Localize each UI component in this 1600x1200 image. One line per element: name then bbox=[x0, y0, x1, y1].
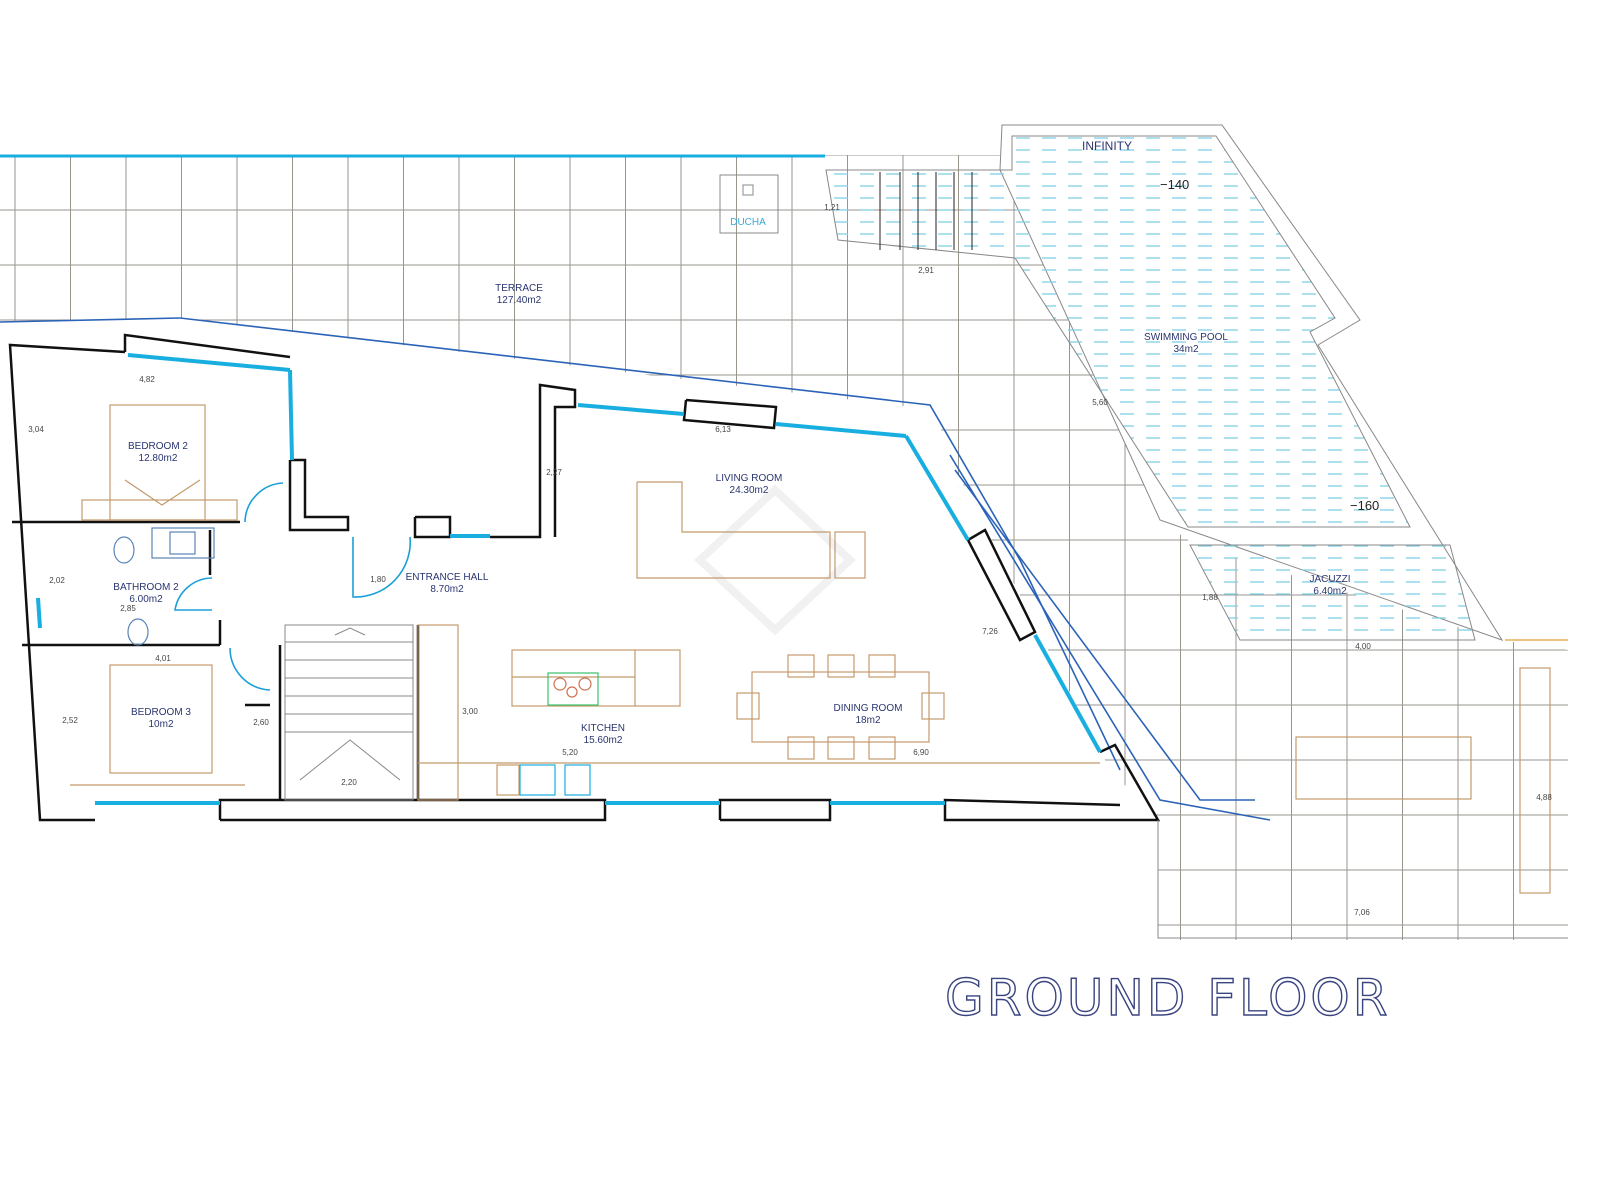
svg-text:2,60: 2,60 bbox=[253, 718, 269, 727]
furniture bbox=[70, 404, 1568, 894]
label-bedroom-2: BEDROOM 2 bbox=[128, 441, 188, 452]
swimming-pool bbox=[825, 135, 1411, 528]
lower-terrace bbox=[1157, 820, 1568, 939]
svg-text:2,02: 2,02 bbox=[49, 576, 65, 585]
area-bathroom-2: 6.00m2 bbox=[129, 594, 163, 605]
svg-text:2,27: 2,27 bbox=[546, 468, 562, 477]
exterior-walls bbox=[8, 333, 1161, 822]
svg-text:3,00: 3,00 bbox=[462, 707, 478, 716]
label-entrance-hall: ENTRANCE HALL bbox=[406, 572, 489, 583]
roof-line bbox=[179, 317, 1121, 771]
svg-text:6,90: 6,90 bbox=[913, 748, 929, 757]
room-labels: TERRACE 127.40m2 BEDROOM 2 12.80m2 BATHR… bbox=[113, 139, 1379, 746]
svg-text:2,20: 2,20 bbox=[341, 778, 357, 787]
svg-text:5,60: 5,60 bbox=[1092, 398, 1108, 407]
doors bbox=[174, 482, 412, 691]
area-dining-room: 18m2 bbox=[855, 715, 880, 726]
roof-line bbox=[954, 469, 1255, 801]
svg-text:5,20: 5,20 bbox=[562, 748, 578, 757]
label-bathroom-2: BATHROOM 2 bbox=[113, 582, 179, 593]
level-lower: −160 bbox=[1350, 498, 1379, 513]
svg-text:2,52: 2,52 bbox=[62, 716, 78, 725]
svg-text:7,06: 7,06 bbox=[1354, 908, 1370, 917]
label-living-room: LIVING ROOM bbox=[716, 473, 783, 484]
plan-title: GROUND FLOOR bbox=[945, 969, 1391, 1027]
area-bedroom-3: 10m2 bbox=[148, 719, 173, 730]
label-dining-room: DINING ROOM bbox=[834, 703, 903, 714]
label-bedroom-3: BEDROOM 3 bbox=[131, 707, 191, 718]
bathroom-fixtures bbox=[113, 527, 591, 796]
shower bbox=[719, 174, 779, 234]
svg-text:1,88: 1,88 bbox=[1202, 593, 1218, 602]
svg-text:4,00: 4,00 bbox=[1355, 642, 1371, 651]
staircase bbox=[284, 624, 414, 801]
watermark-logo bbox=[694, 484, 856, 636]
windows bbox=[36, 353, 1102, 805]
dimension-labels: 4,82 3,04 2,02 2,85 4,01 2,52 2,60 1,80 … bbox=[28, 203, 1552, 917]
svg-text:2,91: 2,91 bbox=[918, 266, 934, 275]
jacuzzi bbox=[1189, 544, 1476, 641]
label-shower: DUCHA bbox=[730, 217, 766, 228]
svg-text:3,04: 3,04 bbox=[28, 425, 44, 434]
area-living-room: 24.30m2 bbox=[730, 485, 769, 496]
label-terrace: TERRACE bbox=[495, 283, 543, 294]
svg-text:1,21: 1,21 bbox=[824, 203, 840, 212]
svg-text:7,26: 7,26 bbox=[982, 627, 998, 636]
area-terrace: 127.40m2 bbox=[497, 295, 542, 306]
area-jacuzzi: 6.40m2 bbox=[1313, 586, 1347, 597]
svg-text:4,88: 4,88 bbox=[1536, 793, 1552, 802]
svg-text:4,01: 4,01 bbox=[155, 654, 171, 663]
svg-text:2,85: 2,85 bbox=[120, 604, 136, 613]
svg-text:1,80: 1,80 bbox=[370, 575, 386, 584]
label-kitchen: KITCHEN bbox=[581, 723, 625, 734]
area-swimming-pool: 34m2 bbox=[1173, 344, 1198, 355]
interior-fill bbox=[10, 340, 1158, 820]
shower-head-icon bbox=[742, 184, 754, 196]
svg-text:6,13: 6,13 bbox=[715, 425, 731, 434]
label-jacuzzi: JACUZZI bbox=[1309, 574, 1350, 585]
roof-line bbox=[949, 454, 1271, 821]
area-bedroom-2: 12.80m2 bbox=[139, 453, 178, 464]
area-kitchen: 15.60m2 bbox=[584, 735, 623, 746]
area-entrance-hall: 8.70m2 bbox=[430, 584, 464, 595]
label-infinity: INFINITY bbox=[1082, 139, 1132, 153]
label-swimming-pool: SWIMMING POOL bbox=[1144, 332, 1228, 343]
roof-line bbox=[0, 317, 181, 323]
level-upper: −140 bbox=[1160, 177, 1189, 192]
svg-text:4,82: 4,82 bbox=[139, 375, 155, 384]
